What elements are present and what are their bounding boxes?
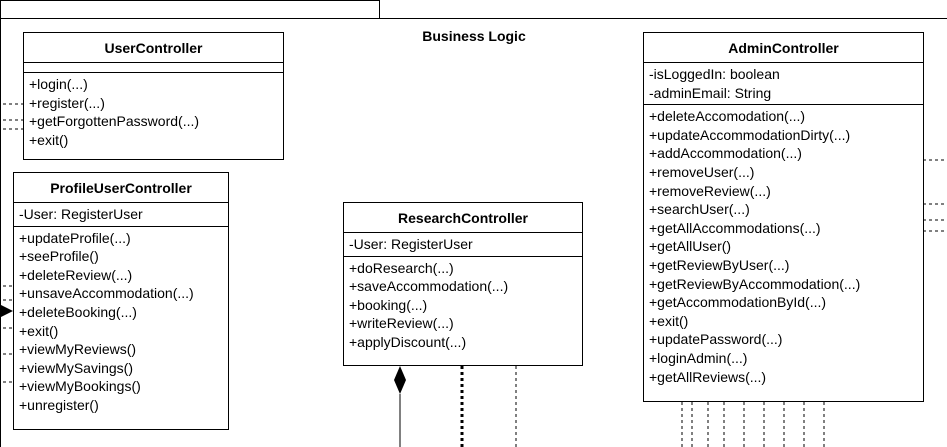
class-attribute: -adminEmail: String	[649, 84, 772, 101]
class-operation: +getAccommodationById(...)	[649, 294, 827, 311]
class-name: UserController	[24, 33, 283, 63]
class-operation: +exit()	[19, 322, 59, 339]
class-operation: +getReviewByAccommodation(...)	[649, 275, 861, 292]
class-name: AdminController	[644, 33, 923, 63]
class-attribute: -User: RegisterUser	[349, 236, 473, 252]
class-research-controller[interactable]: ResearchController -User: RegisterUser +…	[343, 202, 583, 366]
class-operations: +doResearch(...)+saveAccommodation(...)+…	[344, 257, 582, 352]
class-operation: +deleteBooking(...)	[19, 303, 137, 320]
class-operation: +viewMyReviews()	[19, 341, 137, 358]
class-attribute: -isLoggedIn: boolean	[649, 66, 780, 82]
class-operation: +loginAdmin(...)	[649, 349, 748, 366]
class-operation: +register(...)	[29, 94, 105, 111]
class-operation: +login(...)	[29, 76, 88, 92]
class-operation: +removeReview(...)	[649, 182, 771, 199]
class-operation: +writeReview(...)	[349, 315, 454, 332]
class-operation: +unregister()	[19, 396, 99, 413]
class-operation: +doResearch(...)	[349, 259, 454, 276]
class-operation: +booking(...)	[349, 296, 428, 313]
class-attributes: -User: RegisterUser	[344, 233, 582, 257]
class-operation: +exit()	[29, 131, 69, 148]
class-operations: +updateProfile(...) +seeProfile()+deleteR…	[14, 227, 228, 415]
package-tab	[0, 0, 380, 19]
package-title: Business Logic	[422, 28, 526, 44]
class-operation: +getAllAccommodations(...)	[649, 219, 821, 236]
class-operation: +exit()	[649, 312, 689, 329]
class-attributes	[24, 63, 283, 73]
class-operation: +addAccommodation(...)	[649, 145, 802, 162]
class-operation: +viewMyBookings()	[19, 378, 141, 395]
profile-controller-connectors	[3, 285, 13, 383]
class-operation: +seeProfile()	[19, 248, 99, 265]
class-operation: +getAllUser()	[649, 238, 732, 255]
class-profile-user-controller[interactable]: ProfileUserController -User: RegisterUse…	[13, 172, 229, 430]
class-operation: +deleteReview(...)	[19, 266, 133, 283]
arrowhead-icon	[1, 305, 13, 317]
package-frame	[0, 18, 947, 447]
class-operation: +updatePassword(...)	[649, 331, 783, 348]
class-operation: +searchUser(...)	[649, 201, 750, 218]
admin-controller-right-connectors	[923, 159, 947, 232]
class-operation: +getAllReviews(...)	[649, 368, 767, 385]
admin-controller-bottom-connectors	[681, 402, 825, 447]
class-operation: +saveAccommodation(...)	[349, 278, 509, 295]
class-operation: +viewMySavings()	[19, 359, 133, 376]
class-attributes: -isLoggedIn: boolean -adminEmail: String	[644, 63, 923, 106]
class-attribute: -User: RegisterUser	[19, 206, 143, 222]
class-operation: +updateAccommodationDirty(...)	[649, 126, 851, 143]
class-admin-controller[interactable]: AdminController -isLoggedIn: boolean -adm…	[643, 32, 924, 402]
class-operations: +login(...) +register(...) +getForgottenPa…	[24, 73, 283, 149]
class-operation: +getReviewByUser(...)	[649, 256, 790, 273]
class-attributes: -User: RegisterUser	[14, 203, 228, 227]
class-operation: +updateProfile(...)	[19, 229, 131, 246]
class-operation: +unsaveAccommodation(...)	[19, 285, 194, 302]
class-user-controller[interactable]: UserController +login(...) +register(...)…	[23, 32, 284, 160]
class-name: ResearchController	[344, 203, 582, 233]
class-operation: +applyDiscount(...)	[349, 333, 467, 350]
class-operations: +deleteAccomodation(...)+updateAccommoda…	[644, 105, 923, 386]
class-operation: +getForgottenPassword(...)	[29, 113, 200, 130]
class-name: ProfileUserController	[14, 173, 228, 203]
composition-diamond-icon	[394, 366, 406, 394]
class-operation: +deleteAccomodation(...)	[649, 108, 806, 125]
user-controller-connectors	[3, 103, 23, 130]
class-operation: +removeUser(...)	[649, 163, 755, 180]
